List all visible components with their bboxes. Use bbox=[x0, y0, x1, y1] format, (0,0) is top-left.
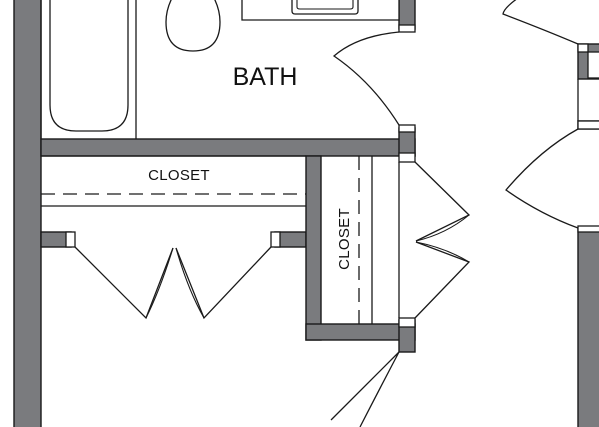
closet-bifold-door-right bbox=[175, 246, 272, 320]
bath-closet-divider-wall bbox=[40, 138, 416, 157]
bath-fixtures bbox=[40, 0, 400, 139]
linen-door-jamb-bottom bbox=[398, 317, 416, 328]
walls bbox=[13, 0, 599, 427]
right-door-jamb-upper bbox=[577, 43, 589, 53]
bath-door-jamb-bottom bbox=[398, 124, 416, 133]
linen-bifold-door-bottom bbox=[414, 241, 471, 319]
sink-basin bbox=[296, 0, 354, 10]
closet-door-jamb-right bbox=[270, 231, 281, 248]
left-exterior-wall bbox=[13, 0, 42, 427]
toilet bbox=[165, 0, 221, 52]
linen-closet-label: CLOSET bbox=[336, 208, 353, 270]
room-labels: BATH CLOSET CLOSET bbox=[148, 63, 353, 270]
sink bbox=[291, 0, 359, 15]
right-door-jamb-bottom bbox=[577, 225, 599, 233]
right-door-jamb-upper2 bbox=[587, 51, 599, 79]
hall-door-swing bbox=[330, 351, 400, 427]
hall-closet-label: CLOSET bbox=[148, 167, 210, 184]
upper-right-door-swing bbox=[502, 0, 579, 45]
closet-bifold-arc-right bbox=[175, 247, 205, 319]
bathtub bbox=[40, 0, 137, 139]
far-right-wall bbox=[577, 227, 599, 427]
bathtub-basin bbox=[49, 0, 129, 132]
linen-door-jamb-top bbox=[398, 152, 416, 163]
closet-bifold-arc-left bbox=[145, 247, 174, 319]
linen-bifold-arc bbox=[415, 214, 470, 263]
right-door-jamb-top bbox=[577, 120, 599, 130]
right-door-swing bbox=[505, 128, 579, 229]
closet-door-jamb-left bbox=[65, 231, 76, 248]
bath-label: BATH bbox=[233, 63, 298, 91]
bath-door-jamb-top bbox=[398, 24, 416, 33]
doors bbox=[65, 0, 599, 427]
linen-closet-left-wall bbox=[305, 155, 322, 341]
closet-bifold-door-left bbox=[74, 246, 174, 320]
bath-door-swing bbox=[332, 31, 400, 126]
closet-shelving bbox=[41, 155, 400, 324]
linen-bifold-door-top bbox=[414, 161, 471, 242]
